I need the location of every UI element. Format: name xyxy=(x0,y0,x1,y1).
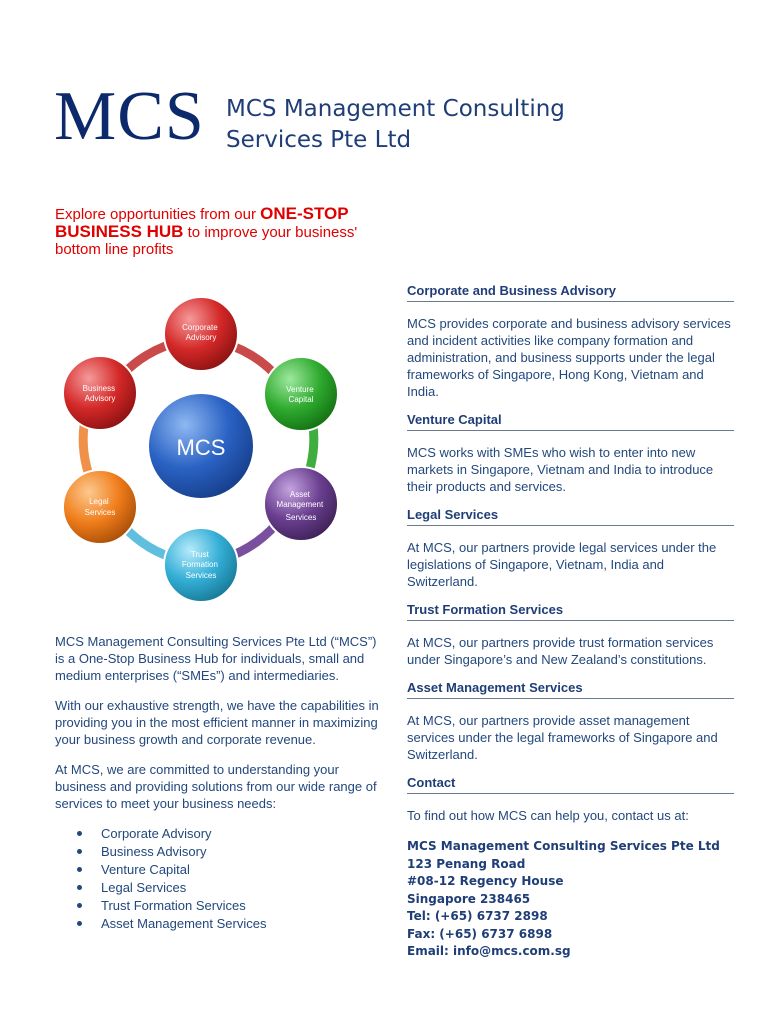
node-business-advisory: Business Advisory xyxy=(62,355,138,431)
bullet-item: Asset Management Services xyxy=(55,915,380,933)
node-label-line: Advisory xyxy=(186,333,217,342)
section-asset-management-services: Asset Management Services At MCS, our pa… xyxy=(407,679,734,763)
company-name-line1: MCS Management Consulting xyxy=(226,96,565,122)
section-body: To find out how MCS can help you, contac… xyxy=(407,808,689,823)
contact-details: MCS Management Consulting Services Pte L… xyxy=(407,838,734,961)
services-bullet-list: Corporate Advisory Business Advisory Ven… xyxy=(55,825,380,933)
bullet-item: Legal Services xyxy=(55,879,380,897)
node-label-line: Services xyxy=(286,513,317,522)
section-corporate-business-advisory: Corporate and Business Advisory MCS prov… xyxy=(407,282,734,400)
bullet-item: Trust Formation Services xyxy=(55,897,380,915)
node-label-line: Services xyxy=(85,508,116,517)
tagline-part1: Explore opportunities from our xyxy=(55,206,261,223)
center-node-label: MCS xyxy=(177,435,226,460)
tagline: Explore opportunities from our ONE-STOP … xyxy=(55,205,385,258)
services-cycle-diagram: MCS Corporate Advisory Venture Capital A… xyxy=(62,296,339,603)
bullet-item: Venture Capital xyxy=(55,861,380,879)
node-label-line: Corporate xyxy=(182,323,218,332)
section-body: At MCS, our partners provide legal servi… xyxy=(407,540,717,589)
section-body: MCS works with SMEs who wish to enter in… xyxy=(407,445,714,494)
node-trust-formation-services: Trust Formation Services xyxy=(163,527,239,603)
section-contact: Contact To find out how MCS can help you… xyxy=(407,774,734,961)
node-corporate-advisory: Corporate Advisory xyxy=(163,296,239,372)
section-legal-services: Legal Services At MCS, our partners prov… xyxy=(407,506,734,590)
bullet-item: Corporate Advisory xyxy=(55,825,380,843)
node-label-line: Management xyxy=(277,500,324,509)
section-heading: Contact xyxy=(407,774,734,794)
contact-fax: Fax: (+65) 6737 6898 xyxy=(407,926,553,941)
center-node: MCS xyxy=(147,392,255,500)
section-heading: Venture Capital xyxy=(407,411,734,431)
section-heading: Corporate and Business Advisory xyxy=(407,282,734,302)
node-label-line: Asset xyxy=(290,490,311,499)
node-legal-services: Legal Services xyxy=(62,469,138,545)
tagline-highlight: ONE-STOP BUSINESS HUB xyxy=(55,204,349,241)
services-column: Corporate and Business Advisory MCS prov… xyxy=(407,282,734,961)
intro-column: MCS Management Consulting Services Pte L… xyxy=(55,633,380,933)
section-body: MCS provides corporate and business advi… xyxy=(407,316,731,399)
svg-text:Corporate Advisory: Corporate Advisory xyxy=(182,323,220,342)
node-label-line: Business xyxy=(83,384,115,393)
node-label-line: Venture xyxy=(286,385,314,394)
bullet-item: Business Advisory xyxy=(55,843,380,861)
node-label-line: Capital xyxy=(289,395,314,404)
section-body: At MCS, our partners provide asset manag… xyxy=(407,713,718,762)
section-body: At MCS, our partners provide trust forma… xyxy=(407,635,714,667)
contact-company-name: MCS Management Consulting Services Pte L… xyxy=(407,839,720,853)
contact-address-line: 123 Penang Road xyxy=(407,856,526,871)
contact-address-line: #08-12 Regency House xyxy=(407,874,564,888)
node-asset-management-services: Asset Management Services xyxy=(263,466,339,542)
svg-text:Legal Services: Legal Services xyxy=(85,497,116,517)
svg-text:Trust Formation Se: Trust Formation Services xyxy=(182,550,220,580)
section-trust-formation-services: Trust Formation Services At MCS, our par… xyxy=(407,601,734,668)
intro-paragraph: MCS Management Consulting Services Pte L… xyxy=(55,634,377,683)
company-name: MCS Management Consulting Services Pte L… xyxy=(226,94,586,156)
node-label-line: Services xyxy=(186,571,217,580)
node-label-line: Advisory xyxy=(85,394,116,403)
company-name-line2: Services Pte Ltd xyxy=(226,127,412,153)
section-venture-capital: Venture Capital MCS works with SMEs who … xyxy=(407,411,734,495)
contact-email[interactable]: Email: info@mcs.com.sg xyxy=(407,944,571,958)
company-logo: MCS xyxy=(54,78,205,155)
node-label-line: Formation xyxy=(182,560,218,569)
intro-paragraph: At MCS, we are committed to understandin… xyxy=(55,762,377,811)
contact-address-line: Singapore 238465 xyxy=(407,891,531,906)
svg-text:Asset Management S: Asset Management Services xyxy=(277,490,326,522)
section-heading: Legal Services xyxy=(407,506,734,526)
svg-text:Business Advisory: Business Advisory xyxy=(83,384,118,403)
tagline-part2: to improve your business' bottom line pr… xyxy=(55,224,358,258)
contact-phone: Tel: (+65) 6737 2898 xyxy=(407,909,548,923)
node-label-line: Trust xyxy=(191,550,210,559)
svg-text:Venture Capital: Venture Capital xyxy=(286,385,316,404)
section-heading: Trust Formation Services xyxy=(407,601,734,621)
node-label-line: Legal xyxy=(89,497,109,506)
node-venture-capital: Venture Capital xyxy=(263,356,339,432)
section-heading: Asset Management Services xyxy=(407,679,734,699)
intro-paragraph: With our exhaustive strength, we have th… xyxy=(55,698,379,747)
